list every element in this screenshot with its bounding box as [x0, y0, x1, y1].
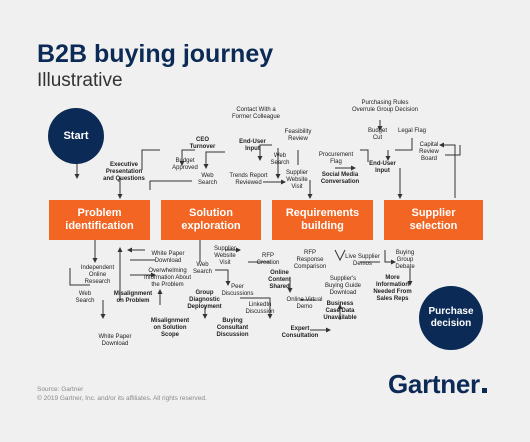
step-online-virtual-demo: Online Virtual Demo — [286, 297, 323, 310]
step-executive-presentation: Executive Presentation and Questions — [103, 162, 145, 182]
stage-requirements-building: Requirements building — [272, 200, 373, 240]
step-end-user-input: End-User Input — [239, 139, 266, 152]
stage-supplier-selection: Supplier selection — [384, 200, 483, 240]
connector — [334, 249, 346, 262]
start-circle: Start — [48, 108, 104, 164]
connector — [141, 149, 160, 170]
connector — [384, 250, 396, 265]
step-ceo-turnover: CEO Turnover — [189, 137, 216, 150]
page-subtitle: Illustrative — [37, 70, 123, 91]
connector — [69, 268, 90, 286]
step-social-media-conversation: Social Media Conversation — [320, 172, 360, 185]
step-white-paper-download: White Paper Download — [98, 334, 132, 347]
stage-problem-identification: Problem identification — [49, 200, 150, 240]
connector — [445, 145, 461, 156]
step-live-supplier-demos: Live Supplier Demos — [345, 254, 380, 267]
step-rfp-creation: RFP Creation — [256, 253, 280, 266]
connector — [179, 149, 195, 166]
step-supplier-buying-guide: Supplier's Buying Guide Download — [324, 276, 362, 296]
step-linkedin-discussion: LinkedIn Discussion — [245, 302, 275, 315]
step-supplier-website-visit: Supplier Website Visit — [285, 170, 308, 190]
connector — [240, 297, 273, 319]
step-legal-flag: Legal Flag — [397, 128, 427, 134]
step-purchasing-rules: Purchasing Rules Overrule Group Decision — [351, 100, 419, 113]
step-web-search: Web Search — [192, 262, 212, 275]
step-group-diagnostic-deployment: Group Diagnostic Deployment — [187, 290, 222, 310]
logo-dot-icon — [481, 388, 487, 393]
step-contact-former-colleague: Contact With a Former Colleague — [231, 107, 281, 120]
source-note: Source: Gartner — [37, 386, 84, 393]
step-buying-group-debate: Buying Group Debate — [395, 250, 415, 270]
step-procurement-flag: Procurement Flag — [318, 152, 354, 165]
step-business-case-data: Business Case Data Unavailable — [323, 301, 357, 321]
connector — [203, 151, 225, 169]
step-buying-consultant-discussion: Buying Consultant Discussion — [216, 318, 249, 338]
copyright-note: © 2019 Gartner, Inc. and/or its affiliat… — [37, 395, 207, 402]
step-web-search: Web Search — [197, 173, 217, 186]
step-white-paper-download: White Paper Download — [151, 251, 185, 264]
logo-text: Gartner — [388, 369, 480, 399]
page-title: B2B buying journey — [37, 40, 274, 68]
step-budget-cut: Budget Cut — [367, 128, 388, 141]
step-peer-discussions: Peer Discussions — [221, 284, 254, 297]
connector — [439, 142, 456, 198]
gartner-logo: Gartner — [388, 369, 487, 400]
step-capital-review-board: Capital Review Board — [419, 142, 439, 162]
step-overwhelming-information: Overwhelming Information About the Probl… — [143, 268, 192, 288]
step-budget-approved: Budget Approved — [172, 158, 198, 171]
step-web-search: Web Search — [75, 291, 95, 304]
step-feasibility-review: Feasibility Review — [284, 129, 312, 142]
connector — [360, 149, 369, 162]
purchase-decision-circle: Purchase decision — [419, 286, 483, 350]
step-expert-consultation: Expert Consultation — [281, 326, 319, 339]
step-supplier-website-visit: Supplier Website Visit — [213, 246, 236, 266]
connector — [149, 180, 192, 190]
step-end-user-input: End-User Input — [369, 161, 396, 174]
stage-solution-exploration: Solution exploration — [161, 200, 261, 240]
connector — [215, 269, 231, 286]
step-independent-online-research: Independent Online Research — [80, 265, 115, 285]
step-misalignment-on-solution-scope: Misalignment on Solution Scope — [150, 318, 190, 338]
step-misalignment-on-problem: Misalignment on Problem — [113, 291, 153, 304]
step-web-search: Web Search — [270, 153, 290, 166]
step-rfp-response-comparison: RFP Response Comparison — [293, 250, 327, 270]
step-trends-report: Trends Report Reviewed — [229, 173, 268, 186]
connector — [257, 144, 272, 161]
connector — [395, 138, 413, 151]
step-online-content-shared: Online Content Shared — [268, 270, 291, 290]
step-more-information-needed: More Information Needed From Sales Reps — [373, 275, 412, 302]
